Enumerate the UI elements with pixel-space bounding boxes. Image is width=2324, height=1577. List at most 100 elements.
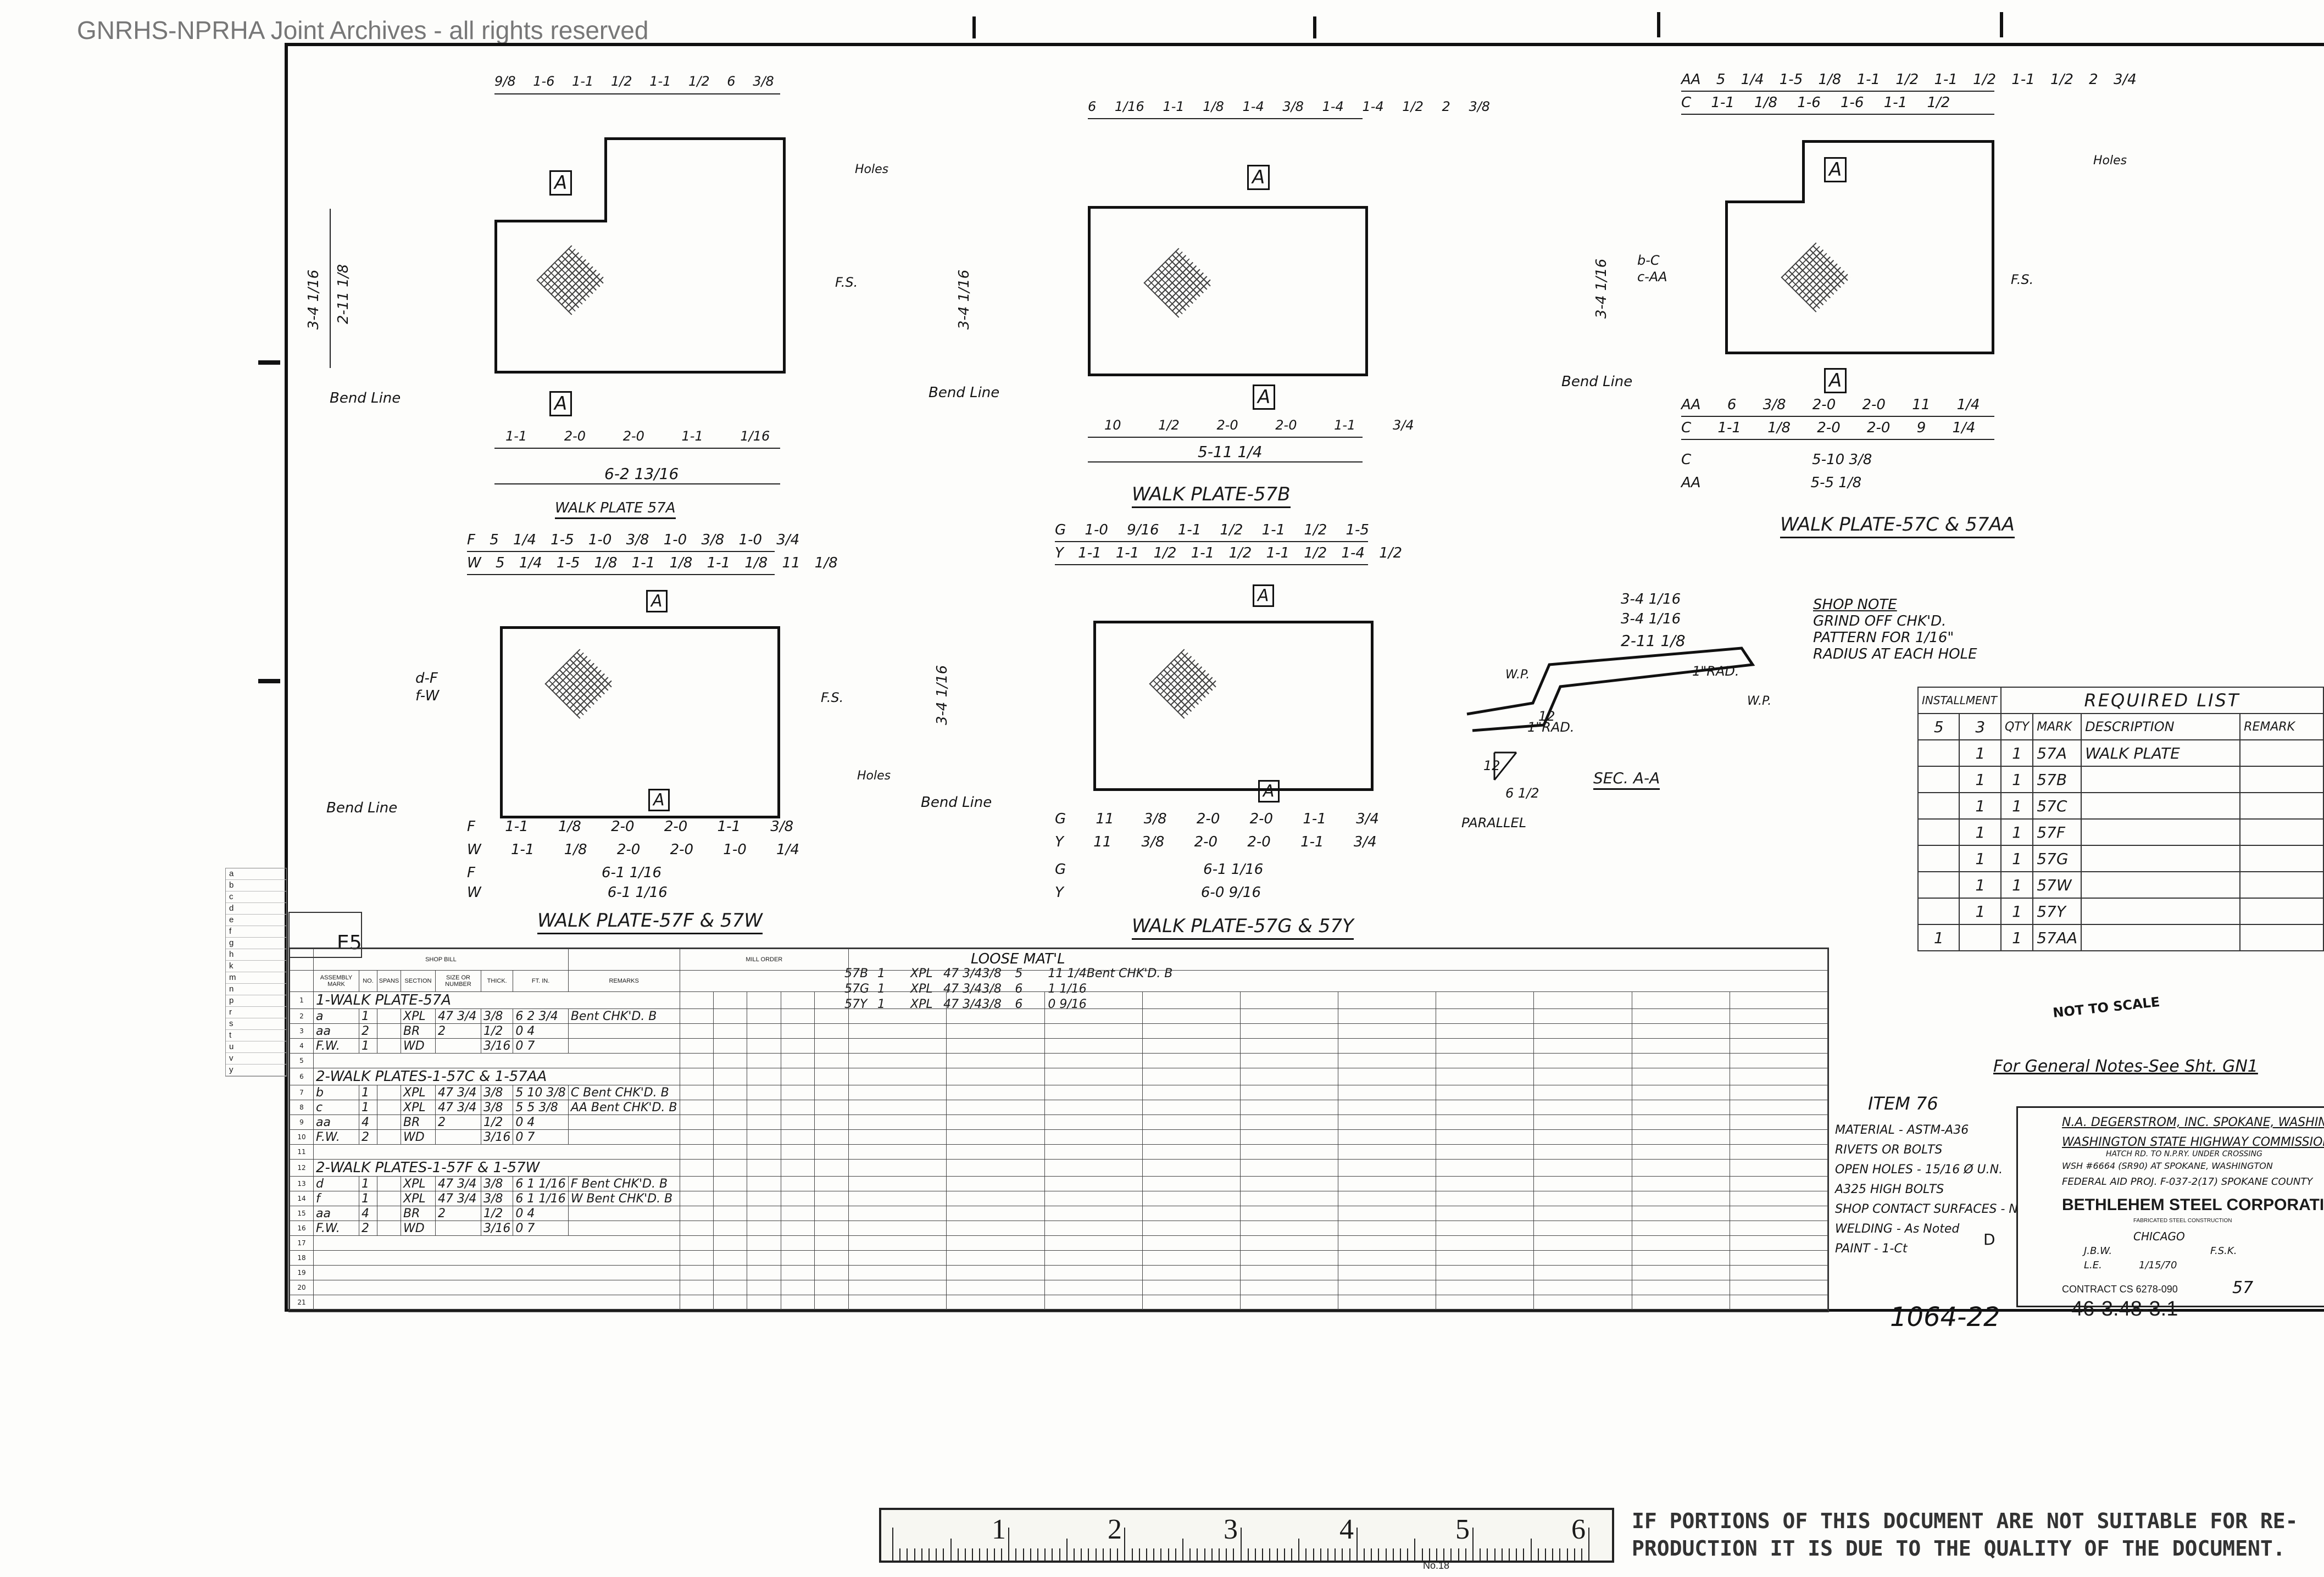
empty-cell <box>1533 1235 1632 1251</box>
length-in: 5 3/8 <box>527 1100 558 1115</box>
empty-cell <box>1338 1038 1437 1054</box>
empty-cell <box>1338 1280 1437 1295</box>
piece-count: 1 <box>359 1008 377 1024</box>
row-number: 7 <box>290 1085 314 1100</box>
bend-line-label: Bend Line <box>330 390 401 406</box>
empty-cell <box>1239 1221 1339 1236</box>
empty-cell <box>848 1295 947 1310</box>
empty-cell <box>679 1023 714 1039</box>
spans <box>377 1129 401 1145</box>
empty-cell <box>1631 1115 1730 1130</box>
empty-cell <box>1729 1100 1828 1115</box>
empty-cell <box>1239 1295 1339 1310</box>
plate-outline <box>1093 621 1374 791</box>
loose-ft: 5 <box>1015 967 1023 980</box>
rad-label: 1"RAD. <box>1692 664 1739 679</box>
empty-cell <box>1436 1191 1534 1206</box>
length: 0 7 <box>513 1129 569 1145</box>
empty-cell <box>1436 1221 1534 1236</box>
empty-cell <box>1142 1085 1241 1100</box>
bill-col-header: NO. <box>359 970 377 992</box>
remarks: Bent CHK'D. B <box>568 1008 680 1024</box>
empty-cell <box>1044 1068 1143 1085</box>
structure: WASHINGTON STATE HIGHWAY COMMISSION <box>2062 1135 2324 1149</box>
empty-cell <box>1044 1221 1143 1236</box>
empty-cell <box>1533 1053 1632 1068</box>
item-spec-line: PAINT - 1-Ct <box>1835 1242 1908 1256</box>
company-sub: FABRICATED STEEL CONSTRUCTION <box>2133 1218 2232 1224</box>
empty-cell <box>1729 1265 1828 1280</box>
row-number: 8 <box>290 1100 314 1115</box>
empty-cell <box>814 1235 849 1251</box>
holes-label: Holes <box>857 769 891 783</box>
loose-size: 47 3/4 <box>943 982 982 996</box>
remarks <box>568 1221 680 1236</box>
item-title: ITEM 76 <box>1868 1093 1938 1114</box>
empty-cell <box>713 1191 748 1206</box>
section-type: BR <box>401 1023 436 1039</box>
empty-cell <box>1338 1235 1437 1251</box>
empty-cell <box>679 1144 714 1160</box>
ruler-tick <box>1117 1548 1119 1561</box>
dim-left-height: 3-4 1/16 <box>305 269 322 330</box>
ruler-tick <box>1414 1539 1416 1561</box>
plate-outline <box>494 137 786 374</box>
empty-cell <box>1729 1159 1828 1177</box>
empty-cell <box>313 1144 680 1160</box>
empty-cell <box>679 1206 714 1221</box>
empty-cell <box>1239 1100 1339 1115</box>
ruler-tick <box>1349 1548 1350 1561</box>
margin-letter: e <box>226 915 286 926</box>
dim-bottom-row: 10 1/2 2-0 2-0 1-1 3/4 <box>1104 417 1414 433</box>
empty-cell <box>1533 1191 1632 1206</box>
empty-cell <box>1533 1023 1632 1039</box>
empty-cell <box>747 1068 781 1085</box>
qty-cell: 1 <box>2000 739 2034 767</box>
empty-cell <box>1533 1280 1632 1295</box>
dim-left-height: 3-4 1/16 <box>1593 258 1610 319</box>
empty-cell <box>848 1191 947 1206</box>
ruler-tick <box>1276 1548 1278 1561</box>
bill-col-header: THICK. <box>480 970 514 992</box>
thickness: 3/8 <box>480 1191 514 1206</box>
empty-cell <box>1729 1206 1828 1221</box>
dim-line <box>1055 564 1368 565</box>
ruler-tick <box>1494 1548 1495 1561</box>
empty-cell <box>713 1221 748 1236</box>
size: 47 3/4 <box>435 1176 481 1191</box>
ruler-tick <box>1335 1548 1336 1561</box>
length: 5 10 3/8 <box>513 1085 569 1100</box>
loose-in: 11 1/4 <box>1048 967 1087 980</box>
length-in: 10 3/8 <box>527 1085 566 1100</box>
empty-cell <box>1533 1221 1632 1236</box>
dim-row: W 5 1/4 1-5 1/8 1-1 1/8 1-1 1/8 11 1/8 <box>467 555 838 571</box>
empty-cell <box>848 1235 947 1251</box>
empty-cell <box>1239 1008 1339 1024</box>
dim-row: G 1-0 9/16 1-1 1/2 1-1 1/2 1-5 <box>1055 522 1369 538</box>
empty-cell <box>1239 1250 1339 1266</box>
empty-cell <box>946 1265 1045 1280</box>
empty-cell <box>1631 1023 1730 1039</box>
section-mark-a: A <box>1824 368 1847 393</box>
empty-cell <box>1729 1235 1828 1251</box>
empty-cell <box>814 1144 849 1160</box>
ruler-tick <box>1581 1548 1582 1561</box>
empty-cell <box>780 1280 815 1295</box>
item-spec-line: RIVETS OR BOLTS <box>1835 1143 1943 1157</box>
required-list-title: REQUIRED LIST <box>2000 687 2324 714</box>
empty-cell <box>1338 1191 1437 1206</box>
section-mark-a: A <box>1247 165 1270 190</box>
empty-cell <box>1338 1250 1437 1266</box>
qty-cell: 1 <box>2000 845 2034 872</box>
row-number: 16 <box>290 1221 314 1236</box>
ruler-tick <box>1015 1548 1017 1561</box>
empty-cell <box>679 1191 714 1206</box>
empty-cell <box>1142 1144 1241 1160</box>
ruler-tick <box>1443 1548 1445 1561</box>
